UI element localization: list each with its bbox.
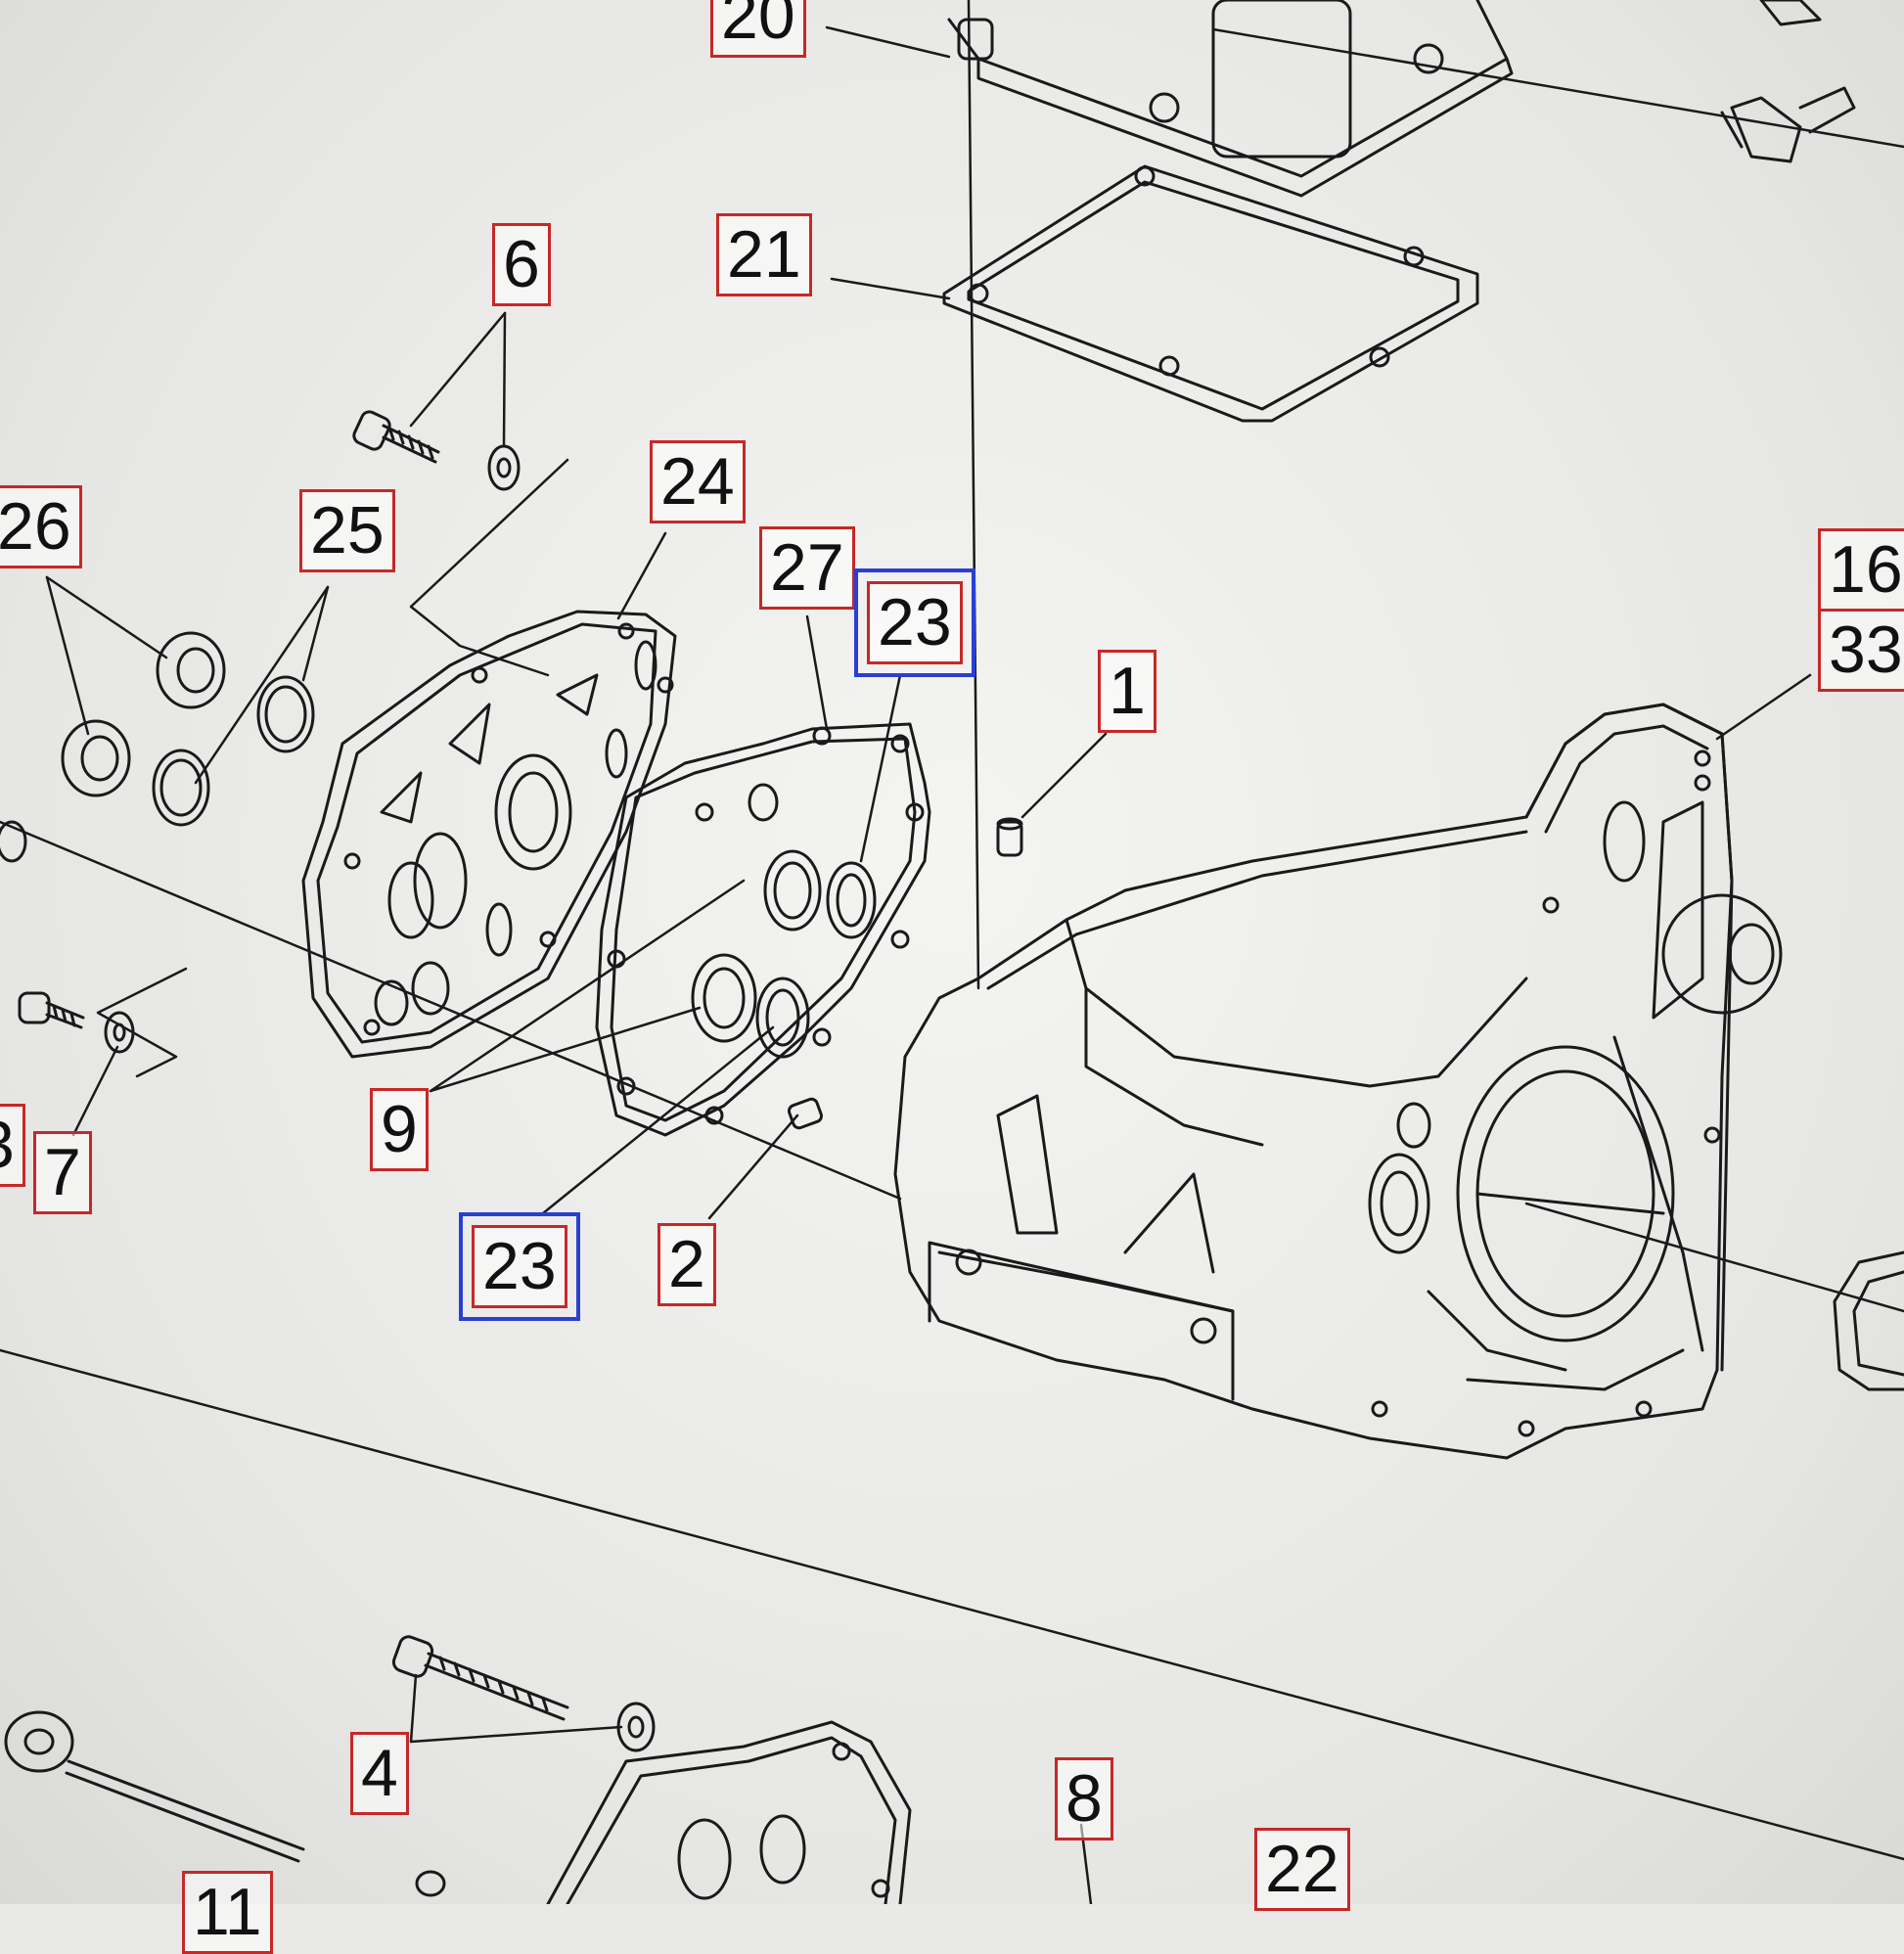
callout-21[interactable]: 21 <box>716 213 812 296</box>
callout-1[interactable]: 1 <box>1098 650 1156 733</box>
dipstick-rod-part <box>4 1710 446 1897</box>
bearing-gasket-part <box>595 722 931 1137</box>
callout-27[interactable]: 27 <box>759 526 855 610</box>
callout-20[interactable]: 20 <box>710 0 806 58</box>
screw-and-washer-7 <box>18 991 135 1054</box>
callout-11-partial[interactable]: 11 <box>182 1871 273 1954</box>
reference-lines <box>0 0 1904 1861</box>
callout-3-partial[interactable]: 3 <box>0 1104 25 1187</box>
dowel-pin-part <box>996 817 1023 857</box>
screw-and-washer-6 <box>352 410 521 491</box>
top-cover-part <box>947 0 1514 198</box>
callout-9[interactable]: 9 <box>370 1088 429 1171</box>
breather-fitting-part <box>1720 0 1856 163</box>
callout-8[interactable]: 8 <box>1055 1757 1113 1840</box>
callout-4[interactable]: 4 <box>350 1732 409 1815</box>
plugs-and-seals <box>0 631 315 863</box>
callout-16[interactable]: 16 <box>1818 528 1904 612</box>
bottom-cover-part <box>546 1720 912 1904</box>
callout-25[interactable]: 25 <box>299 489 395 572</box>
right-edge-seal-part <box>1833 1250 1904 1391</box>
callout-24[interactable]: 24 <box>650 440 746 523</box>
top-gasket-part <box>942 164 1479 423</box>
callout-6[interactable]: 6 <box>492 223 551 306</box>
callout-23-lower[interactable]: 23 <box>459 1212 580 1321</box>
side-cover-plate-part <box>301 610 677 1059</box>
callout-23-upper[interactable]: 23 <box>854 568 975 677</box>
leader-lines <box>45 25 1812 1904</box>
transmission-case-part <box>893 703 1783 1460</box>
exploded-view-drawing <box>0 0 1904 1904</box>
callout-2[interactable]: 2 <box>657 1223 716 1306</box>
callout-22[interactable]: 22 <box>1254 1828 1350 1911</box>
callout-33[interactable]: 33 <box>1818 609 1904 692</box>
callout-26[interactable]: 26 <box>0 485 82 568</box>
callout-7[interactable]: 7 <box>33 1131 92 1214</box>
